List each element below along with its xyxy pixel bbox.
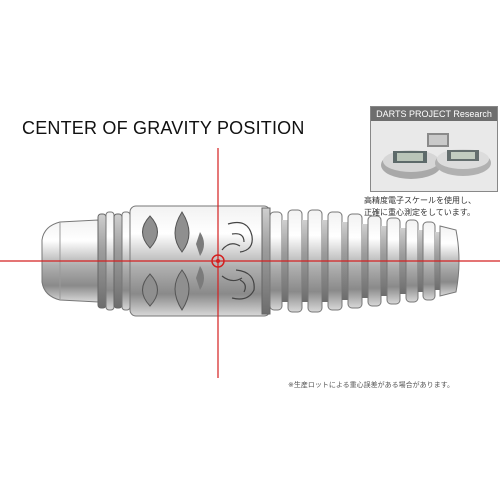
center-of-gravity-crosshair (0, 148, 500, 378)
research-panel: DARTS PROJECT Research (370, 106, 498, 192)
research-caption-line: 高精度電子スケールを使用し、 (364, 196, 476, 205)
page-title: CENTER OF GRAVITY POSITION (22, 118, 305, 138)
research-box: DARTS PROJECT Research (370, 106, 498, 192)
research-caption-line: 正確に重心測定をしています。 (364, 208, 475, 217)
research-caption: 高精度電子スケールを使用し、 正確に重心測定をしています。 (364, 195, 500, 219)
electronic-scale-icon (371, 121, 497, 191)
center-of-gravity-marker-icon (211, 254, 225, 268)
footnote: ※生産ロットによる重心誤差がある場合があります。 (288, 381, 454, 389)
research-header: DARTS PROJECT Research (371, 107, 497, 121)
